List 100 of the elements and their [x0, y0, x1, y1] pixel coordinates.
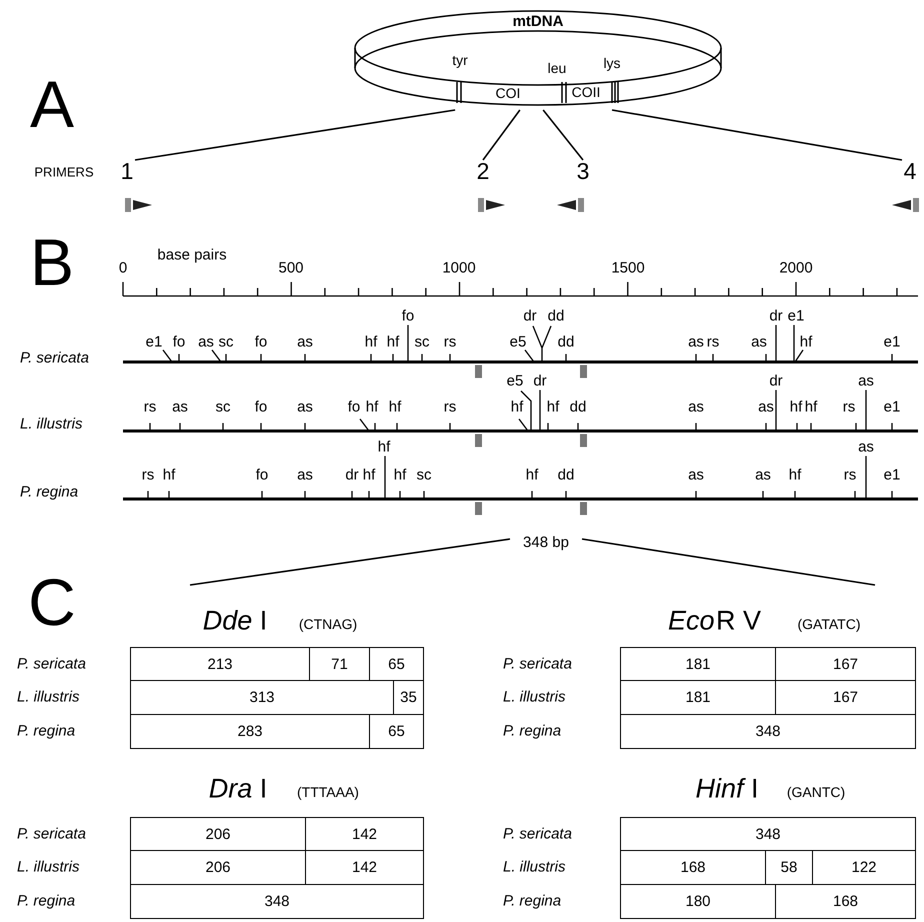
expansion-line [190, 538, 510, 586]
site-label: fo [172, 334, 186, 350]
site-label: hf [388, 400, 402, 414]
fragment-segment: 168 [775, 884, 916, 919]
site-label: e1 [884, 334, 900, 350]
site-label: sc [414, 334, 430, 350]
site-label: as [751, 334, 767, 350]
site-label: hf [526, 468, 538, 482]
fragment-segment: 213 [130, 647, 310, 681]
site-label: rs [842, 400, 856, 414]
species-label: L. illustris [17, 690, 80, 704]
site-label: as [688, 400, 704, 414]
site-label: dr [769, 308, 783, 324]
site-label: hf [510, 400, 524, 414]
site-label: e5 [510, 334, 526, 350]
species-label: P. regina [17, 724, 76, 738]
species-label: P. sericata [17, 656, 86, 671]
site-label: hf [378, 440, 390, 454]
axis-label: 1500 [611, 260, 645, 276]
fragment-segment: 65 [369, 714, 424, 749]
site-label: as [198, 334, 214, 350]
site-label: as [755, 468, 771, 482]
axis-label: 500 [278, 260, 304, 276]
species-label: L. illustris [503, 860, 566, 874]
species-label: P. regina [20, 484, 78, 500]
recognition-sequence: (GATATC) [798, 617, 860, 631]
enzyme-title: R V [716, 608, 762, 634]
site-label: hf [800, 334, 812, 350]
site-label: as [758, 400, 774, 414]
fragment-segment: 181 [620, 647, 776, 681]
site-label: as [297, 334, 313, 350]
fragment-segment: 167 [775, 647, 916, 681]
fragment-segment: 348 [620, 817, 916, 851]
fragment-segment: 180 [620, 884, 776, 919]
site-label: hf [162, 468, 176, 482]
species-label: P. regina [503, 894, 562, 908]
species-label: L. illustris [17, 860, 80, 874]
expansion-line [134, 109, 456, 161]
primers-label: PRIMERS [34, 166, 94, 178]
panel-letter: B [30, 229, 74, 295]
site-label: e1 [884, 468, 900, 482]
site-label: dd [558, 468, 574, 482]
species-label: P. sericata [17, 826, 86, 841]
expansion-line [582, 538, 876, 586]
enzyme-title: Dra I [208, 776, 268, 802]
site-label: sc [216, 400, 230, 414]
species-label: P. regina [503, 724, 562, 738]
site-label: hf [804, 400, 818, 414]
recognition-sequence: (GANTC) [786, 785, 846, 799]
primer-number: 3 [575, 160, 591, 182]
gene-label: lys [603, 56, 621, 70]
recognition-sequence: (CTNAG) [298, 617, 358, 631]
site-label: hf [546, 400, 560, 414]
fragment-segment: 283 [130, 714, 370, 749]
recognition-sequence: (TTTAAA) [297, 785, 359, 799]
site-label: fo [402, 308, 414, 324]
site-label: as [297, 400, 313, 414]
gene-label: tyr [452, 53, 468, 67]
fragment-segment: 142 [305, 817, 424, 851]
fragment-segment: 206 [130, 817, 306, 851]
fragment-segment: 348 [620, 714, 916, 749]
site-label: rs [444, 400, 456, 414]
site-label: as [688, 334, 704, 350]
axis-label: 0 [118, 260, 128, 276]
panel-letter: C [28, 569, 76, 635]
axis-label: base pairs [157, 248, 227, 262]
species-label: P. regina [17, 894, 76, 908]
site-label: e1 [146, 334, 162, 350]
site-label: dr [523, 308, 537, 324]
site-label: rs [144, 400, 156, 414]
site-label: as [172, 400, 188, 414]
primer-number: 1 [119, 160, 135, 182]
enzyme-title: Eco [668, 608, 715, 634]
site-label: e5 [506, 374, 524, 388]
panel-letter: A [30, 71, 74, 137]
fragment-length-label: 348 bp [510, 533, 582, 553]
site-label: fo [256, 468, 268, 482]
site-label: as [688, 468, 704, 482]
site-label: rs [844, 468, 856, 482]
site-label: fo [254, 334, 268, 350]
site-label: hf [362, 468, 376, 482]
site-label: as [297, 468, 313, 482]
site-label: hf [364, 334, 378, 350]
gene-label: leu [548, 61, 566, 75]
fragment-segment: 65 [369, 647, 424, 681]
site-label: rs [142, 468, 154, 482]
site-label: hf [386, 334, 400, 350]
species-label: L. illustris [503, 690, 566, 704]
site-label: sc [218, 334, 234, 350]
enzyme-title: Dde I [202, 608, 268, 634]
site-label: e1 [788, 308, 804, 324]
gene-label: COII [572, 85, 600, 99]
site-label: sc [416, 468, 432, 482]
site-label: as [858, 374, 874, 388]
site-label: hf [366, 400, 378, 414]
site-label: dd [548, 308, 564, 324]
site-label: dd [570, 400, 586, 414]
ring-title: mtDNA [512, 13, 564, 30]
site-label: rs [444, 334, 456, 350]
site-label: rs [706, 334, 720, 350]
